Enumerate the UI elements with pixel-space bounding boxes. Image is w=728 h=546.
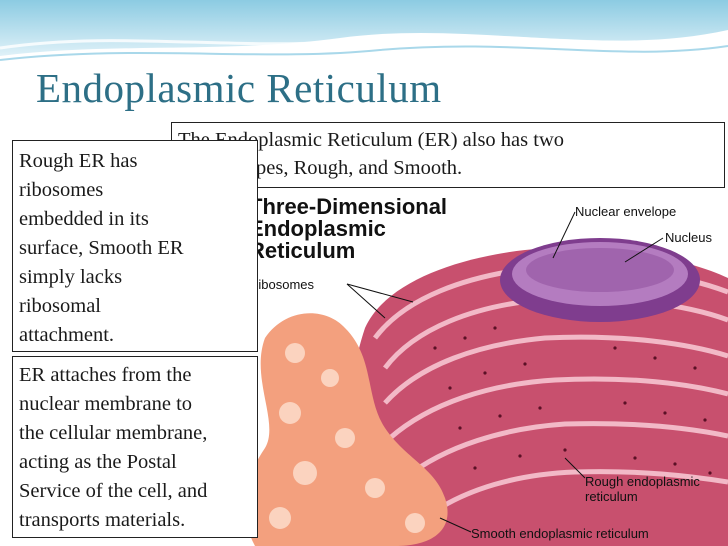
diagram-heading-line-1: Three-Dimensional	[249, 194, 447, 219]
label-rough-er-2: reticulum	[585, 489, 638, 504]
diagram-heading-line-3: Reticulum	[249, 238, 355, 263]
rough-line-5: simply lacks	[19, 266, 123, 288]
er-line-3: the cellular membrane,	[19, 422, 208, 444]
header-wave-decoration	[0, 0, 728, 70]
smooth-er-shape	[244, 313, 448, 546]
er-line-6: transports materials.	[19, 509, 186, 531]
slide-title: Endoplasmic Reticulum	[36, 65, 442, 111]
rough-line-6: ribosomal	[19, 295, 101, 317]
diagram-heading-line-2: Endoplasmic	[249, 216, 386, 241]
er-line-5: Service of the cell, and	[19, 480, 208, 502]
intro-line-2: similar types, Rough, and Smooth.	[178, 157, 463, 179]
nucleus-shape	[500, 238, 700, 322]
rough-line-1: Rough ER has	[19, 150, 138, 172]
rough-er-textbox: Rough ER has ribosomes embedded in its s…	[12, 140, 258, 352]
er-line-4: acting as the Postal	[19, 451, 177, 473]
rough-line-3: embedded in its	[19, 208, 149, 230]
label-rough-er-1: Rough endoplasmic	[585, 474, 700, 489]
label-nuclear-envelope: Nuclear envelope	[575, 204, 676, 219]
ribosome-dots	[433, 326, 712, 475]
er-line-2: nuclear membrane to	[19, 393, 193, 415]
er-attaches-textbox: ER attaches from the nuclear membrane to…	[12, 356, 258, 538]
er-line-1: ER attaches from the	[19, 364, 192, 386]
rough-line-4: surface, Smooth ER	[19, 237, 184, 259]
label-nucleus: Nucleus	[665, 230, 712, 245]
label-smooth-er: Smooth endoplasmic reticulum	[471, 526, 649, 541]
rough-line-2: ribosomes	[19, 179, 104, 201]
er-diagram: Three-Dimensional Endoplasmic Reticulum	[244, 194, 728, 546]
intro-line-1: The Endoplasmic Reticulum (ER) also has …	[178, 129, 565, 151]
label-ribosomes: Ribosomes	[249, 277, 315, 292]
rough-line-7: attachment.	[19, 324, 115, 346]
label-leader-lines	[346, 211, 664, 533]
